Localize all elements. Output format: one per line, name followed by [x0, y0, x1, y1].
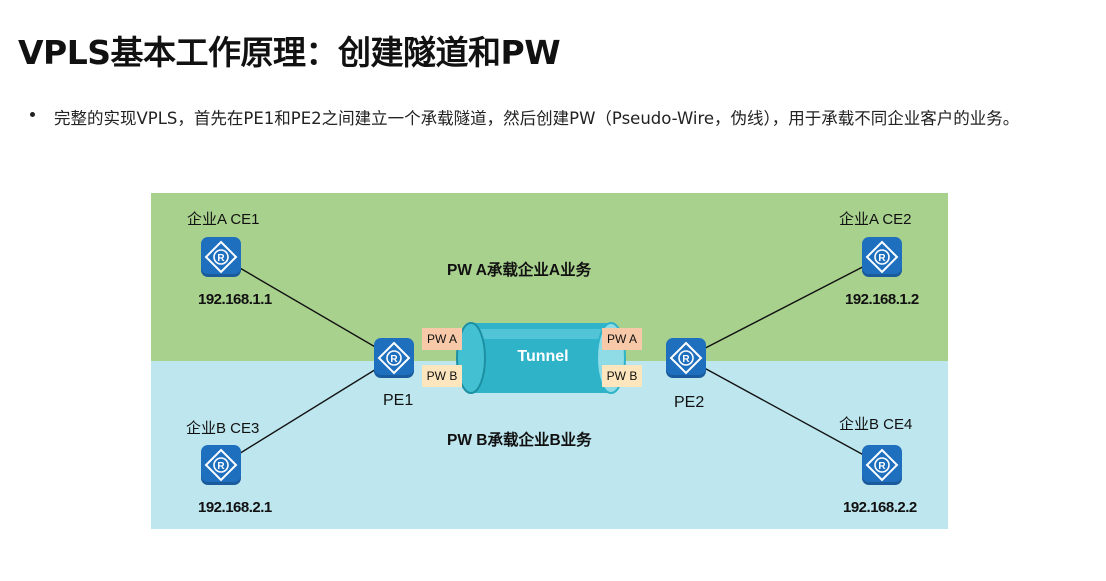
bullet-text: 完整的实现VPLS，首先在PE1和PE2之间建立一个承载隧道，然后创建PW（Ps…: [54, 109, 1020, 128]
link-pe2-ce4: [685, 357, 883, 466]
router-icon-ce4: R: [862, 445, 902, 485]
ce2-name: 企业A CE2: [839, 211, 912, 228]
router-icon-ce1: R: [201, 237, 241, 277]
router-icon-pe1: R: [374, 338, 414, 378]
vpls-diagram: PW A PW B PW A PW B Tunnel R R R R: [151, 193, 948, 529]
ce2-ip: 192.168.1.2: [845, 291, 919, 308]
ce3-name: 企业B CE3: [186, 420, 260, 437]
pw-b-description: PW B承载企业B业务: [447, 432, 592, 449]
pw-a-box-right: PW A: [602, 328, 642, 350]
link-ce3-pe1: [220, 357, 395, 466]
pe1-label: PE1: [383, 392, 414, 409]
link-pe2-ce2: [685, 256, 883, 359]
tunnel-label: Tunnel: [517, 348, 569, 365]
link-ce1-pe1: [220, 256, 395, 359]
pw-a-description: PW A承载企业A业务: [447, 262, 592, 279]
page-title: VPLS基本工作原理：创建隧道和PW: [18, 33, 561, 72]
svg-text:R: R: [217, 253, 225, 264]
ce1-ip: 192.168.1.1: [198, 291, 272, 308]
router-icon-ce2: R: [862, 237, 902, 277]
bullet-dot-icon: [30, 112, 35, 117]
ce4-name: 企业B CE4: [839, 416, 913, 433]
pw-b-box-left: PW B: [422, 365, 462, 387]
router-icon-pe2: R: [666, 338, 706, 378]
pw-a-box-left: PW A: [422, 328, 462, 350]
svg-text:R: R: [878, 461, 886, 472]
svg-text:R: R: [390, 354, 398, 365]
ce4-ip: 192.168.2.2: [843, 499, 917, 516]
pe2-label: PE2: [674, 394, 705, 411]
pw-b-box-right: PW B: [602, 365, 642, 387]
ce1-name: 企业A CE1: [187, 211, 260, 228]
ce3-ip: 192.168.2.1: [198, 499, 272, 516]
svg-text:R: R: [217, 461, 225, 472]
svg-text:R: R: [878, 253, 886, 264]
svg-text:R: R: [682, 354, 690, 365]
router-icon-ce3: R: [201, 445, 241, 485]
